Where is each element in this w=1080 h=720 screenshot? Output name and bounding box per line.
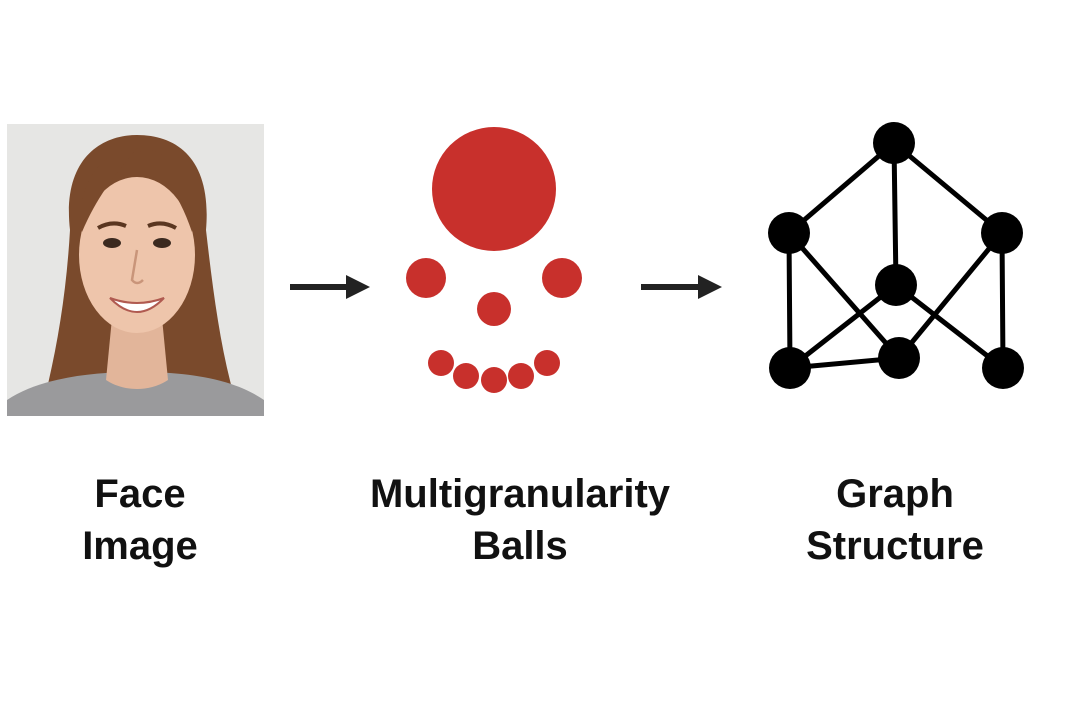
- ball-medium-right: [542, 258, 582, 298]
- graph-label-line1: Graph: [836, 472, 954, 516]
- graph-edges: [786, 140, 1006, 371]
- hair-front-left: [80, 148, 137, 232]
- graph-edge: [891, 140, 899, 288]
- ball-small: [508, 363, 534, 389]
- graph-node: [875, 264, 917, 306]
- arrow-right-icon: [641, 275, 722, 299]
- balls-cluster: [406, 127, 582, 393]
- ball-small: [481, 367, 507, 393]
- shirt: [7, 372, 264, 416]
- graph-edge: [896, 230, 1005, 361]
- balls-label: Multigranularity Balls: [335, 468, 705, 572]
- face-image-label-line1: Face: [94, 472, 186, 516]
- eyebrow-right: [147, 221, 177, 230]
- graph-node: [769, 347, 811, 389]
- graph-label: Graph Structure: [770, 468, 1020, 572]
- face-image-label: Face Image: [30, 468, 250, 572]
- balls-label-line2: Balls: [472, 524, 568, 568]
- smile: [109, 297, 165, 313]
- ball-large: [432, 127, 556, 251]
- graph-label-line2: Structure: [806, 524, 984, 568]
- nose: [130, 249, 144, 285]
- face-image: [7, 124, 264, 416]
- eye-right: [153, 238, 171, 248]
- balls-label-line1: Multigranularity: [369, 472, 671, 516]
- graph-edge: [893, 282, 1006, 371]
- ball-medium-left: [406, 258, 446, 298]
- graph-edge: [786, 140, 897, 236]
- hair-front-right: [137, 148, 194, 232]
- graph-node: [878, 337, 920, 379]
- face-image-label-line2: Image: [82, 524, 198, 568]
- graph-node: [981, 212, 1023, 254]
- ball-small: [428, 350, 454, 376]
- arrow-right-icon: [290, 275, 370, 299]
- graph-network: [768, 122, 1024, 389]
- ball-small: [453, 363, 479, 389]
- graph-node: [873, 122, 915, 164]
- graph-edge: [787, 282, 899, 371]
- graph-node: [768, 212, 810, 254]
- graph-node: [982, 347, 1024, 389]
- neck: [106, 318, 168, 389]
- eyebrow-left: [97, 221, 127, 230]
- graph-edge: [786, 230, 902, 361]
- ball-small: [534, 350, 560, 376]
- ball-medium-center: [477, 292, 511, 326]
- graph-edge: [786, 230, 793, 371]
- eye-left: [103, 238, 121, 248]
- graph-edge: [999, 230, 1006, 371]
- graph-edge: [891, 140, 1005, 236]
